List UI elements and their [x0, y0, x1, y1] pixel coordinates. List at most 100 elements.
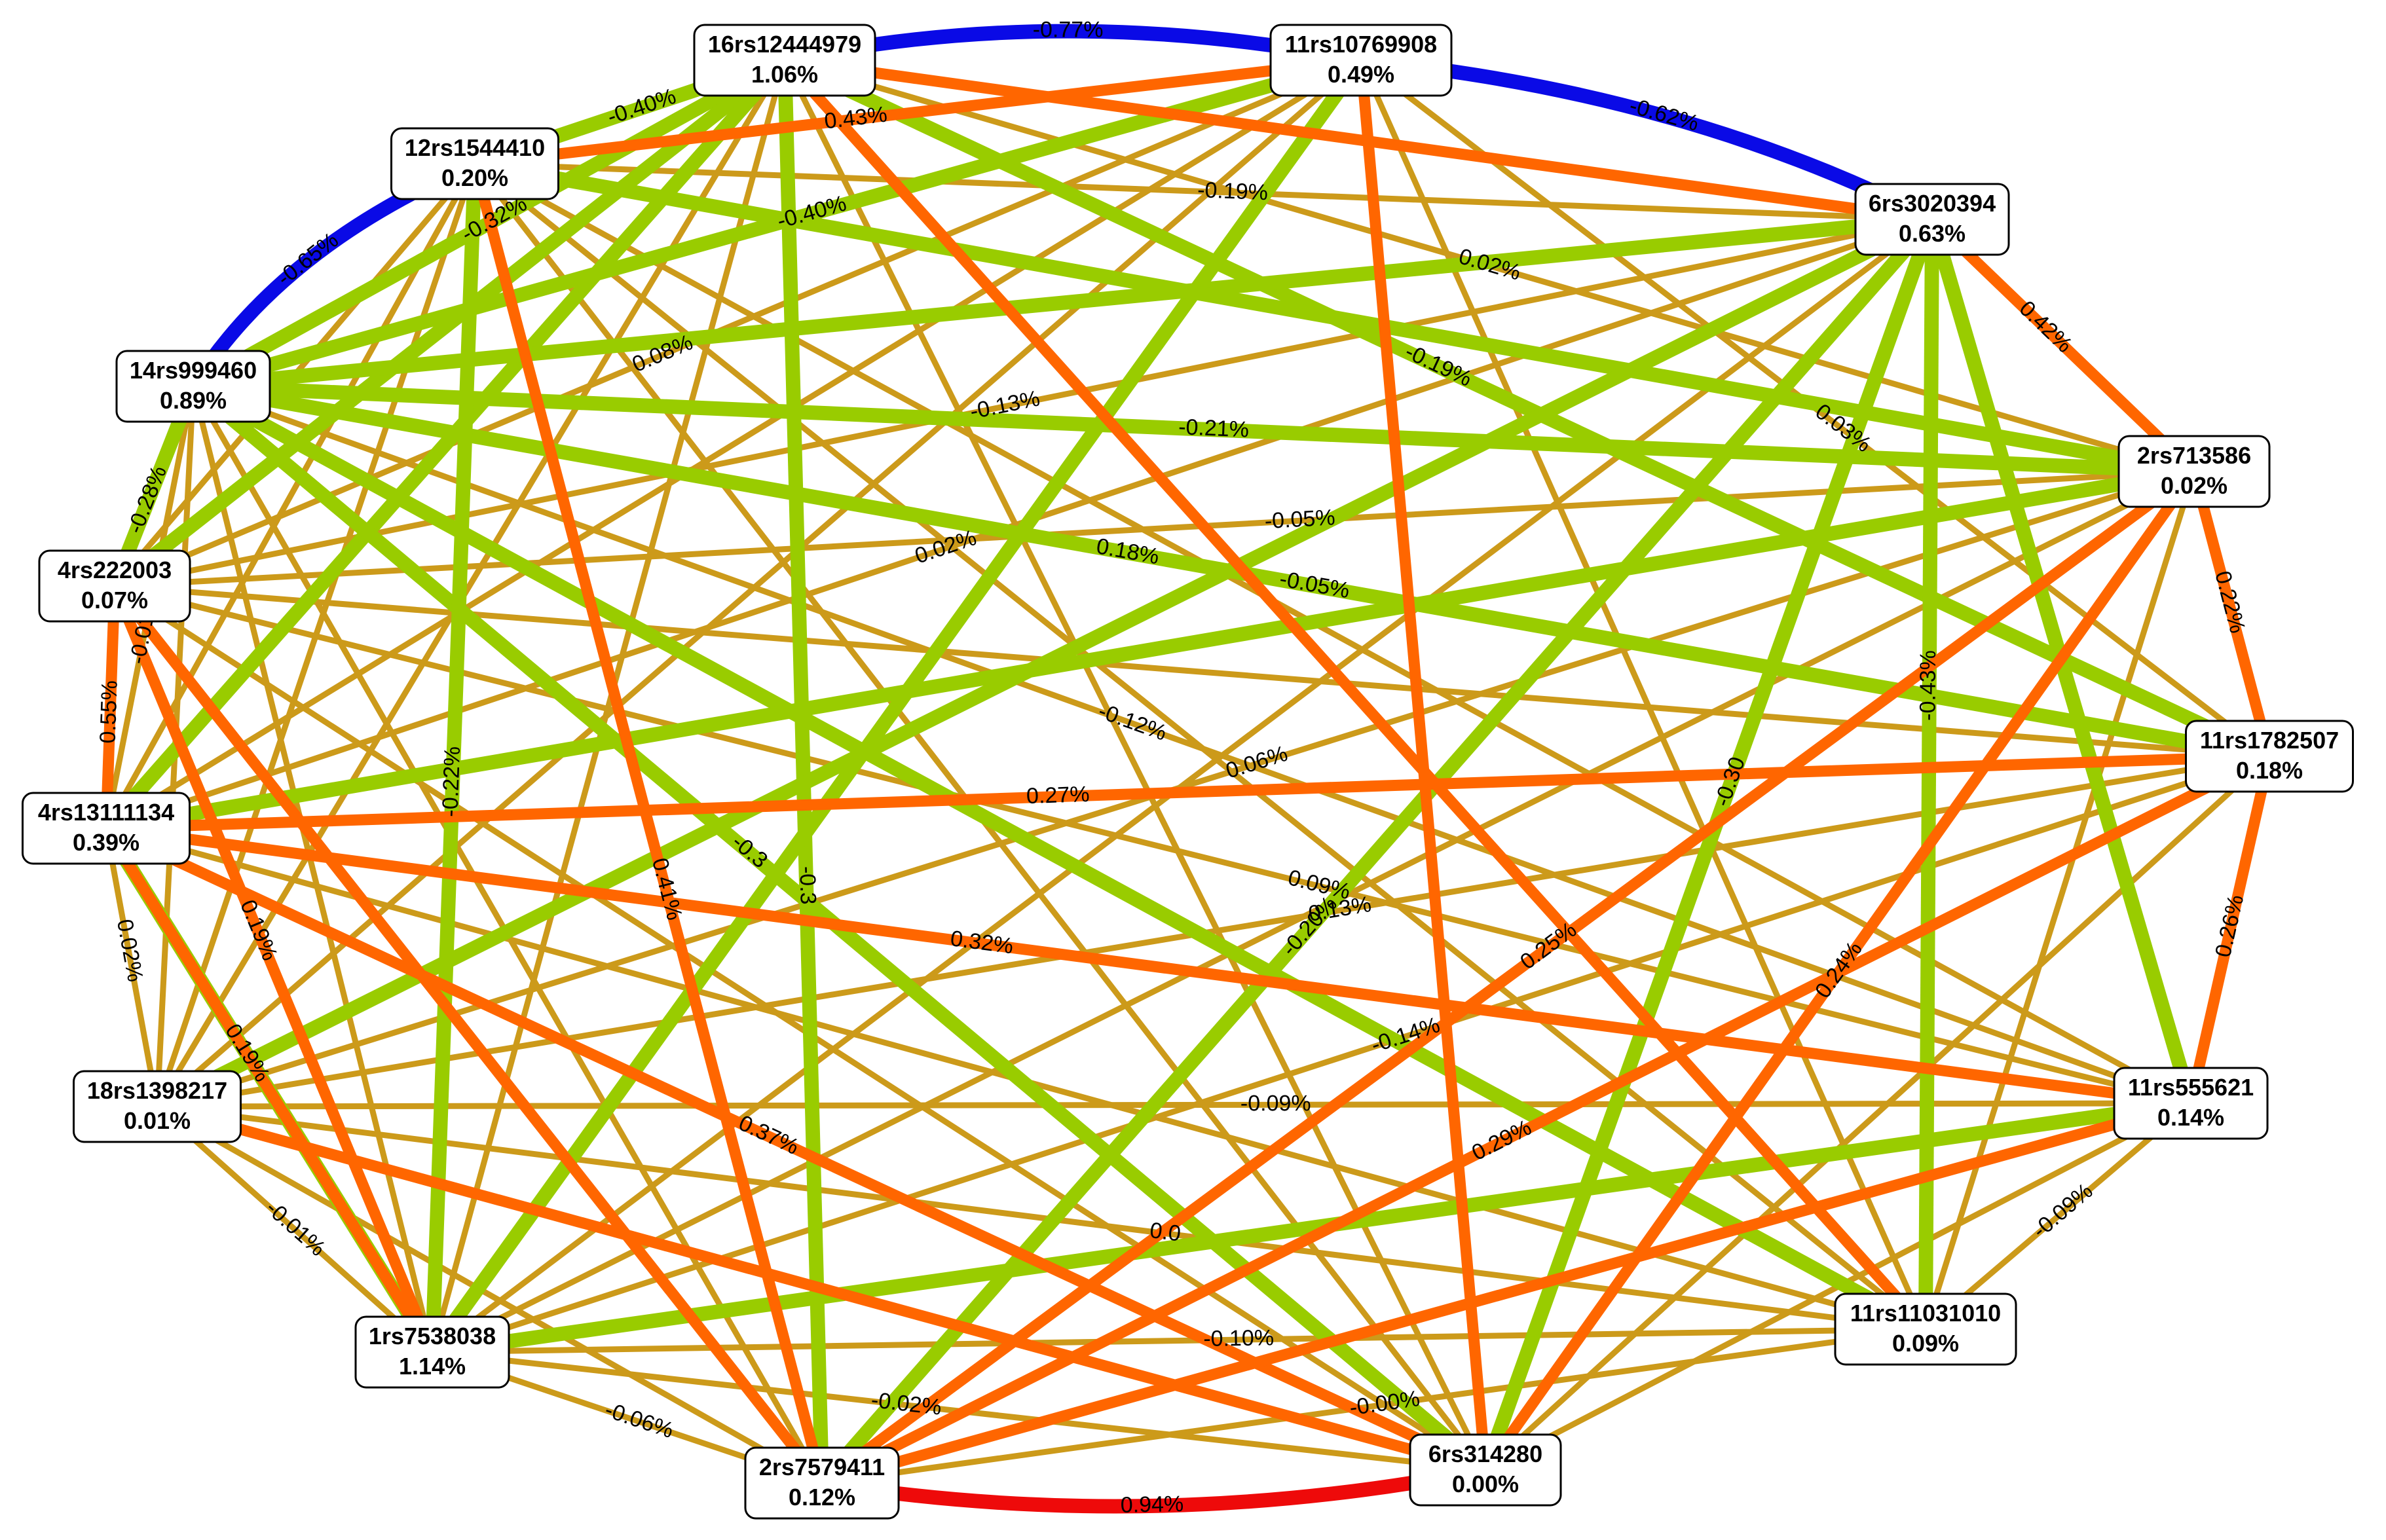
edge-label: 0.42% [2015, 296, 2078, 358]
edge-4rs222003-1rs7538038 [109, 583, 438, 1355]
node-name: 11rs10769908 [1285, 31, 1437, 58]
node-box [693, 24, 876, 97]
node-value: 0.49% [1328, 61, 1394, 88]
node-box [2117, 435, 2271, 508]
edge-label: 0.0 [1148, 1218, 1182, 1247]
edge-4rs13111134-2rs713586 [105, 464, 2195, 835]
edge-11rs11031010-12rs1544410 [473, 161, 1928, 1332]
edge-11rs555621-11rs11031010 [1924, 1101, 2193, 1332]
node-box [390, 127, 559, 200]
node-11rs11031010[interactable]: 11rs11031010 0.09% [1834, 1292, 2017, 1366]
edge-1rs7538038-16rs12444979 [429, 59, 788, 1353]
edge-label: -0.10% [1203, 1325, 1274, 1351]
edge-16rs12444979-6rs3020394 [783, 54, 1933, 225]
edge-11rs11031010-1rs7538038 [432, 1326, 1926, 1355]
node-4rs13111134[interactable]: 4rs13111134 0.39% [22, 792, 191, 865]
edge-label: 0.41% [647, 855, 687, 923]
edge-11rs555621-12rs1544410 [473, 161, 2193, 1106]
edge-6rs3020394-11rs11031010 [1918, 219, 1939, 1330]
edge-2rs7579411-18rs1398217 [155, 1104, 824, 1486]
edge-16rs12444979-4rs13111134 [100, 55, 791, 834]
edge-11rs555621-18rs1398217 [157, 1100, 2191, 1110]
edge-4rs13111134-11rs555621 [105, 822, 2192, 1109]
edge-label: -0.19% [1197, 177, 1269, 205]
edge-11rs1782507-4rs13111134 [105, 750, 2270, 834]
node-box [354, 1315, 510, 1389]
edge-11rs10769908-1rs7538038 [426, 56, 1367, 1357]
node-value: 0.09% [1892, 1330, 1959, 1357]
node-box [2113, 1067, 2269, 1140]
edge-label: -0.06% [602, 1397, 677, 1443]
edge-2rs713586-2rs7579411 [818, 467, 2198, 1488]
node-name: 16rs12444979 [708, 31, 861, 58]
edge-label: -0.05% [1278, 566, 1352, 603]
edge-2rs713586-11rs1782507 [2188, 469, 2275, 758]
edge-11rs10769908-12rs1544410 [474, 54, 1362, 170]
node-name: 18rs1398217 [87, 1077, 227, 1104]
node-11rs10769908[interactable]: 11rs10769908 0.49% [1269, 24, 1453, 97]
edge-11rs555621-2rs7579411 [820, 1097, 2193, 1489]
edge-label: -0.09% [1240, 1091, 1311, 1116]
edge-1rs7538038-18rs1398217 [155, 1104, 434, 1355]
node-box [1269, 24, 1453, 97]
edge-11rs10769908-6rs3020394 [1360, 53, 1935, 226]
node-name: 1rs7538038 [369, 1323, 496, 1349]
edge-label: 0.94% [1120, 1492, 1184, 1518]
edge-11rs1782507-2rs7579411 [819, 751, 2272, 1488]
node-name: 14rs999460 [130, 357, 257, 384]
edge-label: -0.12% [1095, 699, 1170, 746]
edge-18rs1398217-6rs314280 [155, 1101, 1487, 1476]
edge-4rs222003-6rs314280 [113, 583, 1487, 1473]
node-value: 0.39% [73, 829, 140, 856]
edge-16rs12444979-4rs222003 [110, 54, 789, 592]
edge-11rs555621-1rs7538038 [431, 1096, 2192, 1359]
node-value: 0.63% [1899, 220, 1966, 247]
edge-label: -0.09% [2028, 1179, 2098, 1243]
edge-label: -0.3 [794, 866, 821, 905]
edge-12rs1544410-1rs7538038 [425, 163, 482, 1353]
edge-6rs314280-16rs12444979 [781, 58, 1489, 1472]
node-name: 2rs713586 [2137, 442, 2251, 469]
edge-label: -0.65% [272, 228, 343, 291]
edge-11rs11031010-2rs7579411 [821, 1326, 1926, 1486]
edge-6rs3020394-2rs713586 [1928, 215, 2198, 476]
edge-4rs222003-2rs7579411 [110, 582, 827, 1487]
node-2rs713586[interactable]: 2rs713586 0.02% [2117, 435, 2271, 508]
node-value: 0.20% [441, 164, 508, 191]
node-box [2185, 720, 2354, 793]
node-name: 4rs13111134 [38, 799, 174, 826]
edge-label: 0.55% [96, 680, 122, 744]
edge-11rs555621-14rs999460 [192, 383, 2192, 1107]
node-box [38, 549, 191, 623]
edge-14rs999460-2rs713586 [193, 379, 2195, 479]
edge-16rs12444979-11rs1782507 [781, 54, 2273, 763]
edge-16rs12444979-11rs11031010 [780, 56, 1930, 1333]
node-name: 11rs11031010 [1850, 1300, 2001, 1327]
edge-label: -0.77% [1033, 18, 1104, 43]
edge-label: 0.18% [1094, 534, 1161, 569]
edge-label: -0.05% [1264, 505, 1336, 534]
edge-11rs1782507-11rs555621 [2185, 755, 2275, 1105]
edge-2rs7579411-6rs314280 [821, 1463, 1487, 1514]
node-value: 0.02% [2161, 472, 2228, 499]
node-value: 0.00% [1452, 1471, 1519, 1497]
edge-label: 0.02% [112, 917, 148, 984]
edge-16rs12444979-2rs7579411 [777, 60, 829, 1484]
node-box [22, 792, 191, 865]
edge-label: -0.22% [438, 746, 465, 817]
edge-label: -0.01% [261, 1196, 331, 1261]
edge-12rs1544410-2rs713586 [474, 156, 2195, 479]
edge-11rs1782507-1rs7538038 [431, 753, 2271, 1355]
edge-label: 0.29% [1468, 1115, 1535, 1165]
